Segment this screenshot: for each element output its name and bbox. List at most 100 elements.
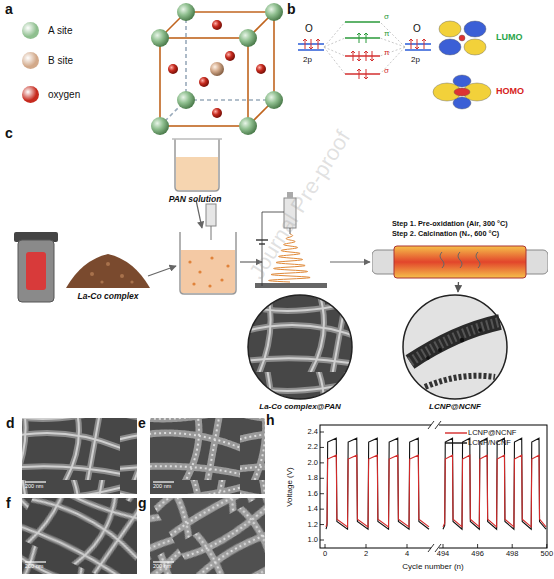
atom-label: O xyxy=(305,24,313,34)
beaker-node xyxy=(176,157,218,190)
mo-diagram xyxy=(364,33,368,43)
tick-label: 1.0 xyxy=(308,536,318,544)
voltage-curve xyxy=(326,455,546,527)
synthesis-scheme xyxy=(226,264,229,267)
perovskite-cube xyxy=(168,64,178,74)
perovskite-cube xyxy=(212,20,222,30)
legend-swatch xyxy=(22,86,39,103)
mo-diagram xyxy=(351,51,355,61)
synthesis-scheme xyxy=(18,240,54,302)
zoom-circle-node xyxy=(425,376,495,387)
panel-letter: d xyxy=(6,416,15,430)
synthesis-scheme xyxy=(220,278,223,281)
legend-line xyxy=(445,431,467,435)
zoom-circle-node xyxy=(248,295,352,399)
synthesis-scheme xyxy=(255,283,327,288)
tick-label: 498 xyxy=(506,550,519,558)
powder-node: La-Co complex xyxy=(62,248,154,306)
sem-images xyxy=(22,418,137,494)
zoom-circle-node xyxy=(438,348,442,352)
tick-mark xyxy=(320,447,324,448)
synthesis-scheme xyxy=(211,226,212,240)
tick-label: 496 xyxy=(471,550,484,558)
node-text: Step 1. Pre-oxidation (Air, 300 °C) xyxy=(392,220,548,228)
panel-letter: b xyxy=(287,2,296,16)
perovskite-cube xyxy=(185,12,187,100)
orbital-name: HOMO xyxy=(496,87,524,96)
perovskite-cube xyxy=(177,91,195,109)
legend-text: oxygen xyxy=(48,90,80,100)
mo-diagram xyxy=(357,69,361,79)
node-text: La-Co complex@PAN xyxy=(235,402,365,411)
furnace-node xyxy=(394,246,526,278)
tick-mark xyxy=(512,544,513,548)
legend-text: LCNP@NCNF xyxy=(468,429,516,437)
perovskite-cube xyxy=(186,11,274,13)
mo-diagram xyxy=(309,39,313,49)
synthesis-scheme xyxy=(14,192,370,302)
perovskite-cube xyxy=(160,38,248,126)
zoom-circle-node: La-Co complex@PAN xyxy=(245,292,355,414)
mo-diagram xyxy=(345,73,380,75)
tick-mark xyxy=(320,540,324,541)
orbital-level-label: σ xyxy=(384,67,389,75)
tick-mark xyxy=(320,462,324,463)
tick-mark xyxy=(477,544,478,548)
atom-label: O xyxy=(413,24,421,34)
orbital-images xyxy=(464,21,486,37)
orbital-level-label: σ xyxy=(384,13,389,21)
orbital-images xyxy=(464,39,486,55)
scale-bar-label: 200 nm xyxy=(25,484,43,490)
powder-node xyxy=(90,262,134,284)
scale-bar-label: 200 nm xyxy=(153,484,171,490)
mo-diagram xyxy=(364,51,368,61)
mo-diagram xyxy=(324,22,405,74)
perovskite-cube xyxy=(186,99,274,101)
node-text: PAN solution xyxy=(145,195,245,205)
mo-diagram xyxy=(357,33,368,43)
legend-text: LCNP/NCNF xyxy=(468,439,511,447)
furnace-node: Step 1. Pre-oxidation (Air, 300 °C) Step … xyxy=(372,220,548,282)
beaker-node: PAN solution xyxy=(145,135,245,207)
connector-arrow xyxy=(457,282,459,292)
panel-letter: c xyxy=(5,126,13,140)
orbital-level-label: π xyxy=(384,30,390,38)
perovskite-cube xyxy=(225,51,235,61)
zoom-circle-node xyxy=(426,356,430,360)
synthesis-scheme xyxy=(192,282,195,285)
mo-diagram xyxy=(405,49,431,51)
sem-images xyxy=(25,482,174,562)
zoom-circle-node xyxy=(410,322,500,362)
orbital-images xyxy=(459,35,465,41)
mo-diagram xyxy=(303,39,426,79)
perovskite-cube xyxy=(239,117,257,135)
beaker-node xyxy=(175,139,219,191)
powder-node xyxy=(130,280,133,283)
tick-label: 2.0 xyxy=(308,459,318,467)
tick-mark xyxy=(320,509,324,510)
watermark: Journal Pre-proof xyxy=(246,127,355,283)
panel-letter: h xyxy=(266,413,275,427)
zoom-circle-node xyxy=(410,322,500,362)
zoom-circle-node xyxy=(426,328,482,360)
zoom-circle-node: LCNP@NCNF xyxy=(400,292,510,414)
node-text: LCNP@NCNF xyxy=(390,402,520,411)
legend-swatch xyxy=(22,22,39,39)
node-text: Step 2. Calcination (N₂, 600 °C) xyxy=(392,230,548,238)
synthesis-scheme xyxy=(206,204,216,226)
synthesis-scheme xyxy=(26,252,46,290)
legend-line xyxy=(445,432,467,433)
synthesis-scheme xyxy=(198,270,201,273)
mo-diagram xyxy=(298,22,431,79)
perovskite-cube xyxy=(239,29,257,47)
sem-images xyxy=(22,498,137,574)
mo-diagram xyxy=(345,55,380,57)
scale-bar-label: 200 nm xyxy=(153,564,171,570)
synthesis-scheme xyxy=(188,260,191,263)
powder-node xyxy=(66,254,150,288)
mo-diagram xyxy=(316,39,320,49)
tick-mark xyxy=(407,544,408,548)
panel-letter: e xyxy=(138,416,146,430)
